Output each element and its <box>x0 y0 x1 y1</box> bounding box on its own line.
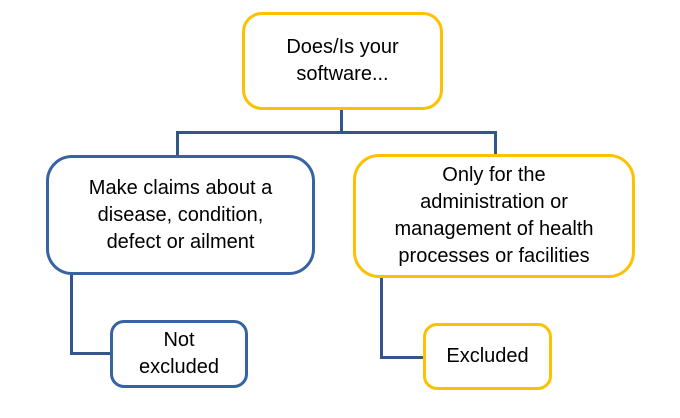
node-not-excluded-label: Not excluded <box>138 329 220 378</box>
connector-drop-right-line <box>494 131 497 157</box>
connector-claims-elbow-horizontal-line <box>70 352 113 355</box>
node-root-question: Does/Is your software... <box>242 12 443 110</box>
node-excluded-label: Excluded <box>446 345 529 367</box>
connector-admin-elbow-vertical-line <box>380 277 383 359</box>
connector-root-stub-line <box>340 108 343 134</box>
connector-claims-elbow-vertical-line <box>70 273 73 355</box>
connector-branch-line <box>176 131 497 134</box>
node-make-claims-label: Make claims about a disease, condition, … <box>88 176 273 253</box>
node-root-question-label: Does/Is your software... <box>286 36 399 85</box>
connector-admin-elbow-horizontal-line <box>380 356 426 359</box>
node-not-excluded: Not excluded <box>110 320 248 388</box>
connector-drop-left-line <box>176 131 179 158</box>
node-make-claims: Make claims about a disease, condition, … <box>46 155 315 275</box>
node-administration-label: Only for the administration or managemen… <box>394 164 594 267</box>
node-excluded: Excluded <box>423 323 552 390</box>
node-administration: Only for the administration or managemen… <box>353 154 635 278</box>
